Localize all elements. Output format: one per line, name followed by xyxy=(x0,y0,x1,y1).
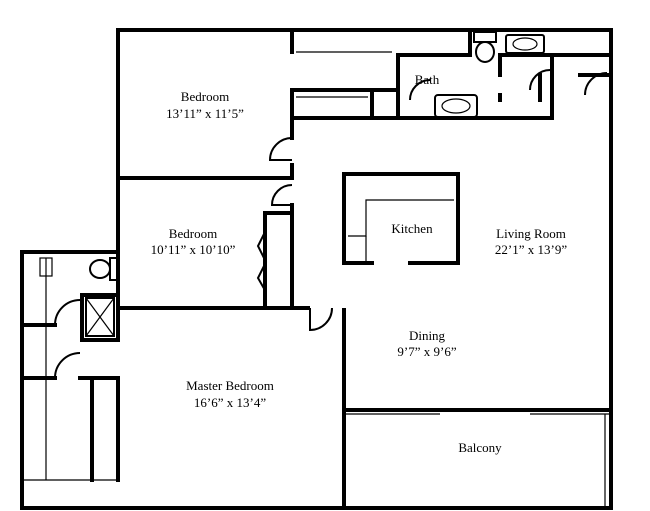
door-swings xyxy=(54,69,608,379)
master-bedroom-name: Master Bedroom xyxy=(186,378,274,393)
dining-size: 9’7” x 9’6” xyxy=(397,344,456,359)
lavatory-icon xyxy=(39,257,53,277)
kitchen-counter xyxy=(342,172,460,265)
kitchen-name: Kitchen xyxy=(391,221,433,236)
dining-name: Dining xyxy=(409,328,446,343)
balcony-door xyxy=(342,408,613,508)
fixtures xyxy=(39,31,545,337)
sink-icon xyxy=(505,34,545,54)
toilet-icon xyxy=(473,31,497,63)
living-room-size: 22’1” x 13’9” xyxy=(495,242,567,257)
shower-stall-icon xyxy=(85,297,115,337)
bedroom-2-size: 10’11” x 10’10” xyxy=(151,242,236,257)
master-bedroom-size: 16’6” x 13’4” xyxy=(194,395,266,410)
room-labels: Bedroom 13’11” x 11’5” Bath Bedroom 10’1… xyxy=(151,72,568,455)
interior-walls xyxy=(20,28,613,510)
bedroom-1-size: 13’11” x 11’5” xyxy=(166,106,244,121)
closet-details xyxy=(22,51,392,481)
bathtub-icon xyxy=(434,94,478,118)
balcony-name: Balcony xyxy=(458,440,502,455)
bedroom-2-name: Bedroom xyxy=(169,226,217,241)
bath-name: Bath xyxy=(415,72,440,87)
bedroom-1-name: Bedroom xyxy=(181,89,229,104)
living-room-name: Living Room xyxy=(496,226,566,241)
toilet-icon-2 xyxy=(89,257,119,281)
